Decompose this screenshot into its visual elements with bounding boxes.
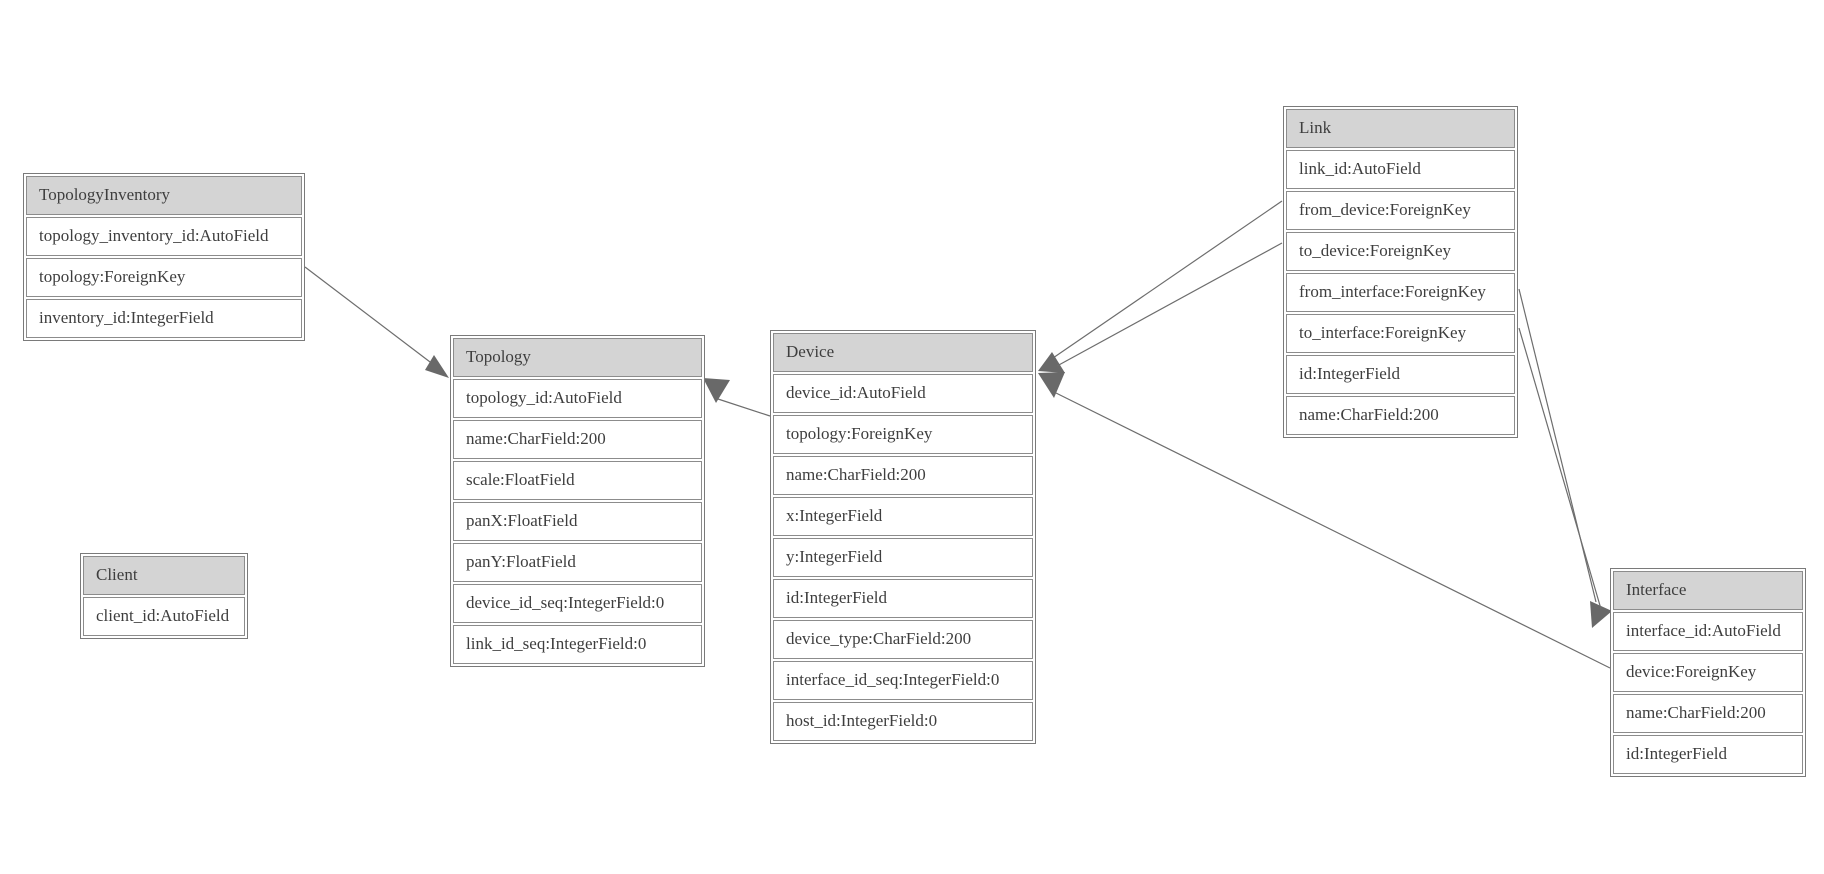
entity-field: x:IntegerField <box>773 497 1033 536</box>
rel-topologyinventory-topology-line <box>304 266 435 366</box>
entity-title-client: Client <box>83 556 245 595</box>
entity-field: device_id:AutoField <box>773 374 1033 413</box>
entity-field: from_interface:ForeignKey <box>1286 273 1515 312</box>
entity-title-device: Device <box>773 333 1033 372</box>
entity-field: id:IntegerField <box>773 579 1033 618</box>
entity-title-topologyinventory: TopologyInventory <box>26 176 302 215</box>
entity-client: Client client_id:AutoField <box>80 553 248 639</box>
entity-title-topology: Topology <box>453 338 702 377</box>
entity-field: to_interface:ForeignKey <box>1286 314 1515 353</box>
entity-field: inventory_id:IntegerField <box>26 299 302 338</box>
entity-field: id:IntegerField <box>1613 735 1803 774</box>
entity-field: panX:FloatField <box>453 502 702 541</box>
entity-field: device:ForeignKey <box>1613 653 1803 692</box>
entity-field: client_id:AutoField <box>83 597 245 636</box>
entity-field: scale:FloatField <box>453 461 702 500</box>
rel-link-to-interface-line <box>1518 327 1602 610</box>
rel-topologyinventory-topology-arrowhead-icon <box>425 355 449 378</box>
entity-field: interface_id_seq:IntegerField:0 <box>773 661 1033 700</box>
rel-link-from-device-line <box>1052 200 1283 359</box>
rel-link-to-device-line <box>1056 242 1283 367</box>
entity-field: panY:FloatField <box>453 543 702 582</box>
entity-field: link_id_seq:IntegerField:0 <box>453 625 702 664</box>
rel-link-from-device-arrowhead-icon <box>1038 352 1065 373</box>
rel-interface-device-arrowhead-icon <box>1038 372 1065 398</box>
entity-field: topology_id:AutoField <box>453 379 702 418</box>
rel-device-topology-line <box>717 398 771 417</box>
entity-field: topology:ForeignKey <box>773 415 1033 454</box>
entity-field: y:IntegerField <box>773 538 1033 577</box>
entity-field: id:IntegerField <box>1286 355 1515 394</box>
entity-field: from_device:ForeignKey <box>1286 191 1515 230</box>
entity-title-interface: Interface <box>1613 571 1803 610</box>
entity-field: name:CharField:200 <box>1613 694 1803 733</box>
entity-field: to_device:ForeignKey <box>1286 232 1515 271</box>
entity-field: name:CharField:200 <box>773 456 1033 495</box>
entity-field: topology_inventory_id:AutoField <box>26 217 302 256</box>
entity-topologyinventory: TopologyInventory topology_inventory_id:… <box>23 173 305 341</box>
entity-field: name:CharField:200 <box>453 420 702 459</box>
entity-field: link_id:AutoField <box>1286 150 1515 189</box>
entity-field: name:CharField:200 <box>1286 396 1515 435</box>
rel-link-from-interface-arrowhead-icon <box>1590 601 1612 628</box>
entity-title-link: Link <box>1286 109 1515 148</box>
rel-device-topology-arrowhead-icon <box>703 378 730 403</box>
entity-field: host_id:IntegerField:0 <box>773 702 1033 741</box>
entity-field: topology:ForeignKey <box>26 258 302 297</box>
rel-interface-device-line <box>1055 392 1611 669</box>
entity-field: interface_id:AutoField <box>1613 612 1803 651</box>
entity-field: device_type:CharField:200 <box>773 620 1033 659</box>
entity-field: device_id_seq:IntegerField:0 <box>453 584 702 623</box>
